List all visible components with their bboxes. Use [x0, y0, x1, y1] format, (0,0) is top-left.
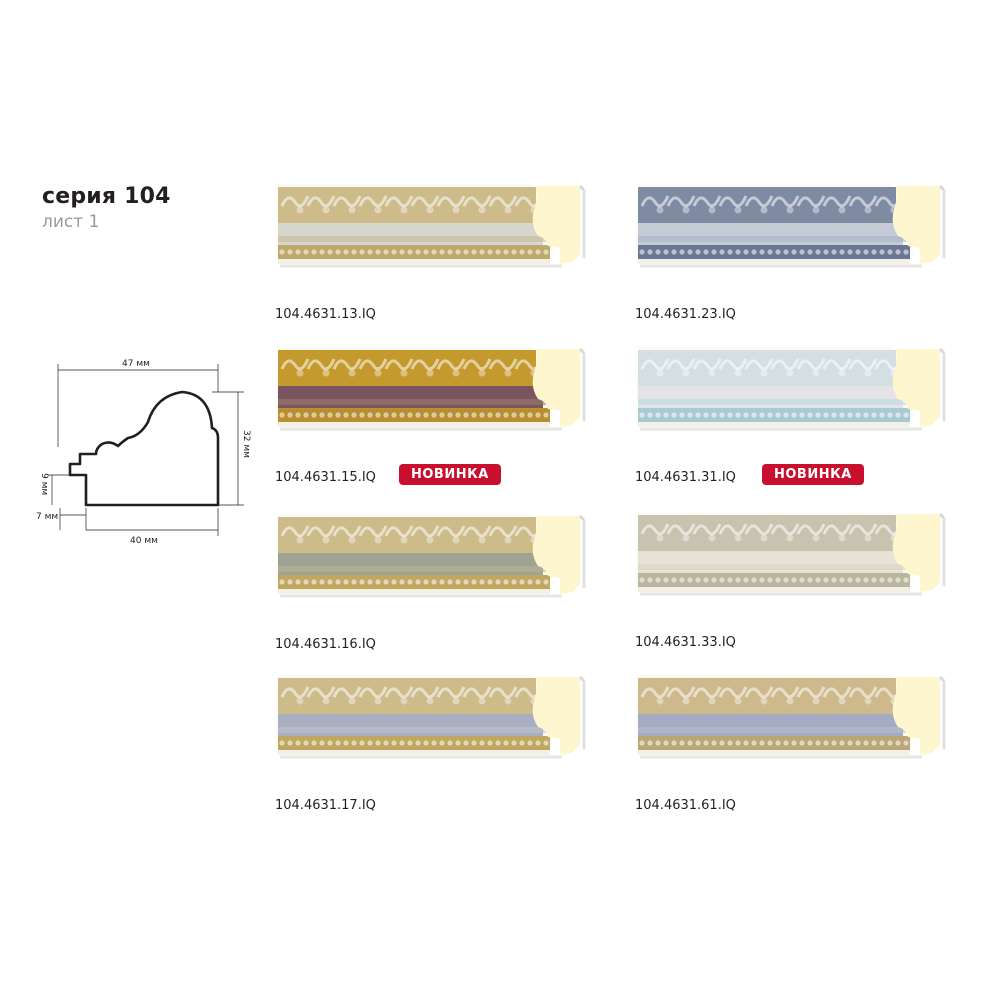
sample-card-6[interactable]: 104.4631.33.IQ — [632, 512, 947, 650]
sample-code: 104.4631.15.IQ — [275, 470, 376, 485]
sample-card-2[interactable]: 104.4631.23.IQ — [632, 184, 947, 322]
label-base-width: 40 мм — [130, 536, 158, 546]
frame-sample-image — [276, 675, 586, 759]
sample-card-5[interactable]: 104.4631.16.IQ — [272, 514, 587, 652]
sample-card-4[interactable]: 104.4631.31.IQ НОВИНКА — [632, 347, 947, 485]
sample-code: 104.4631.16.IQ — [275, 637, 376, 652]
profile-drawing: 47 мм 32 мм 9 мм 7 мм 40 мм — [36, 359, 251, 546]
sample-card-8[interactable]: 104.4631.61.IQ — [632, 675, 947, 813]
label-rebate-height: 9 мм — [39, 473, 49, 495]
new-badge: НОВИНКА — [762, 464, 864, 485]
sample-code: 104.4631.17.IQ — [275, 798, 376, 813]
sample-code: 104.4631.23.IQ — [635, 307, 736, 322]
label-rebate-width: 7 мм — [36, 512, 58, 522]
sample-code: 104.4631.61.IQ — [635, 798, 736, 813]
sample-card-1[interactable]: 104.4631.13.IQ — [272, 184, 587, 322]
sample-card-7[interactable]: 104.4631.17.IQ — [272, 675, 587, 813]
profile-outline — [68, 390, 220, 507]
sample-code: 104.4631.33.IQ — [635, 635, 736, 650]
sample-code: 104.4631.13.IQ — [275, 307, 376, 322]
frame-sample-image — [636, 512, 946, 596]
sample-card-3[interactable]: 104.4631.15.IQ НОВИНКА — [272, 347, 587, 485]
frame-sample-image — [636, 675, 946, 759]
frame-sample-image — [276, 514, 586, 598]
frame-sample-image — [276, 347, 586, 431]
frame-sample-image — [636, 184, 946, 268]
sample-code: 104.4631.31.IQ — [635, 470, 736, 485]
sheet-label: лист 1 — [42, 212, 100, 232]
new-badge: НОВИНКА — [399, 464, 501, 485]
frame-sample-image — [636, 347, 946, 431]
frame-sample-image — [276, 184, 586, 268]
label-height: 32 мм — [241, 430, 251, 458]
series-title: серия 104 — [42, 184, 171, 209]
label-width-total: 47 мм — [122, 359, 150, 369]
